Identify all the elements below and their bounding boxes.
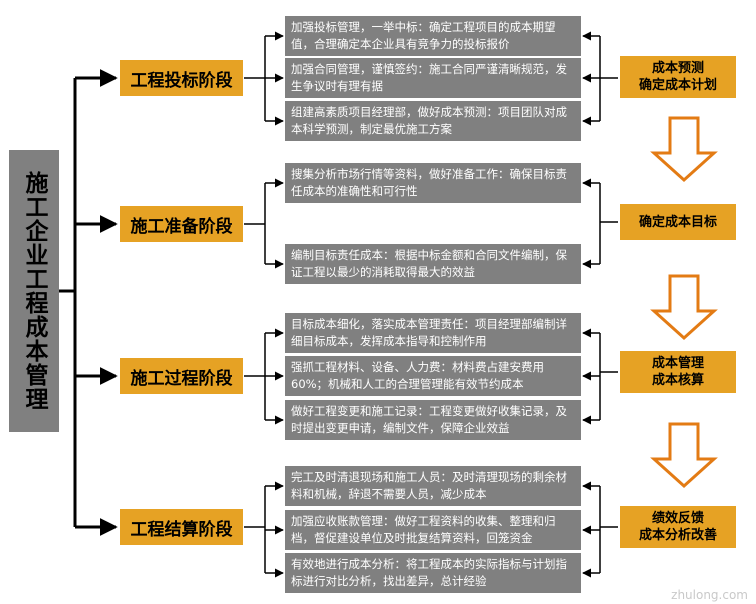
stage-label: 工程结算阶段 bbox=[130, 519, 233, 540]
watermark: zhulong.com bbox=[671, 588, 748, 602]
detail-box: 完工及时清退现场和施工人员：及时清理现场的剩余材料和机械，辞退不需要人员，减少成… bbox=[285, 466, 581, 506]
detail-text: 搜集分析市场行情等资料，做好准备工作：确保目标责任成本的准确性和可行性 bbox=[291, 167, 567, 198]
detail-box: 有效地进行成本分析：将工程成本的实际指标与计划指标进行对比分析，找出差异，总计经… bbox=[285, 553, 581, 593]
stage-label: 施工过程阶段 bbox=[130, 368, 233, 389]
result-cost-accounting: 成本管理 成本核算 bbox=[620, 351, 736, 393]
stage-construction: 施工过程阶段 bbox=[120, 358, 243, 394]
stage-label: 施工准备阶段 bbox=[130, 216, 233, 237]
detail-box: 目标成本细化，落实成本管理责任：项目经理部编制详细目标成本，发挥成本指导和控制作… bbox=[285, 313, 581, 353]
flow-arrow-3 bbox=[650, 422, 718, 489]
detail-box: 加强应收账款管理：做好工程资料的收集、整理和归档，督促建设单位及时批复结算资料，… bbox=[285, 510, 581, 550]
detail-box: 强抓工程材料、设备、人力费：材料费占建安费用60%；机械和人工的合理管理能有效节… bbox=[285, 356, 581, 396]
detail-text: 编制目标责任成本：根据中标金额和合同文件编制，保证工程以最少的消耗取得最大的效益 bbox=[291, 248, 567, 279]
detail-box: 搜集分析市场行情等资料，做好准备工作：确保目标责任成本的准确性和可行性 bbox=[285, 163, 581, 203]
stage-preparation: 施工准备阶段 bbox=[120, 206, 243, 242]
flow-arrow-1 bbox=[650, 116, 718, 183]
result-line: 成本预测 bbox=[651, 61, 704, 76]
detail-text: 目标成本细化，落实成本管理责任：项目经理部编制详细目标成本，发挥成本指导和控制作… bbox=[291, 317, 567, 348]
result-cost-forecast: 成本预测 确定成本计划 bbox=[620, 56, 736, 98]
detail-text: 组建高素质项目经理部，做好成本预测：项目团队对成本科学预测，制定最优施工方案 bbox=[291, 105, 567, 136]
result-line: 绩效反馈 bbox=[651, 511, 704, 526]
detail-box: 编制目标责任成本：根据中标金额和合同文件编制，保证工程以最少的消耗取得最大的效益 bbox=[285, 244, 581, 284]
result-line: 成本管理 bbox=[651, 356, 704, 371]
detail-text: 完工及时清退现场和施工人员：及时清理现场的剩余材料和机械，辞退不需要人员，减少成… bbox=[291, 470, 567, 501]
result-line: 成本核算 bbox=[651, 373, 704, 388]
result-line: 确定成本目标 bbox=[638, 214, 717, 230]
detail-text: 强抓工程材料、设备、人力费：材料费占建安费用60%；机械和人工的合理管理能有效节… bbox=[291, 360, 544, 391]
stage-bidding: 工程投标阶段 bbox=[120, 60, 243, 96]
stage-settlement: 工程结算阶段 bbox=[120, 509, 243, 545]
result-cost-target: 确定成本目标 bbox=[620, 204, 736, 240]
detail-text: 做好工程变更和施工记录：工程变更做好收集记录，及时提出变更申请，编制文件，保障企… bbox=[291, 404, 567, 435]
root-node: 施工企业工程成本管理 bbox=[9, 150, 59, 432]
detail-box: 做好工程变更和施工记录：工程变更做好收集记录，及时提出变更申请，编制文件，保障企… bbox=[285, 400, 581, 440]
detail-box: 加强投标管理，一举中标：确定工程项目的成本期望值，合理确定本企业具有竞争力的投标… bbox=[285, 16, 581, 56]
detail-text: 有效地进行成本分析：将工程成本的实际指标与计划指标进行对比分析，找出差异，总计经… bbox=[291, 557, 567, 588]
root-label: 施工企业工程成本管理 bbox=[21, 171, 47, 411]
stage-label: 工程投标阶段 bbox=[130, 70, 233, 91]
detail-text: 加强合同管理，谨慎签约：施工合同严谨清晰规范，发生争议时有理有据 bbox=[291, 62, 567, 93]
flow-arrow-2 bbox=[650, 274, 718, 341]
result-performance-feedback: 绩效反馈 成本分析改善 bbox=[620, 506, 736, 548]
detail-text: 加强应收账款管理：做好工程资料的收集、整理和归档，督促建设单位及时批复结算资料，… bbox=[291, 514, 556, 545]
detail-box: 加强合同管理，谨慎签约：施工合同严谨清晰规范，发生争议时有理有据 bbox=[285, 58, 581, 98]
result-line: 确定成本计划 bbox=[638, 78, 717, 93]
detail-box: 组建高素质项目经理部，做好成本预测：项目团队对成本科学预测，制定最优施工方案 bbox=[285, 101, 581, 141]
detail-text: 加强投标管理，一举中标：确定工程项目的成本期望值，合理确定本企业具有竞争力的投标… bbox=[291, 20, 556, 51]
result-line: 成本分析改善 bbox=[638, 528, 717, 543]
